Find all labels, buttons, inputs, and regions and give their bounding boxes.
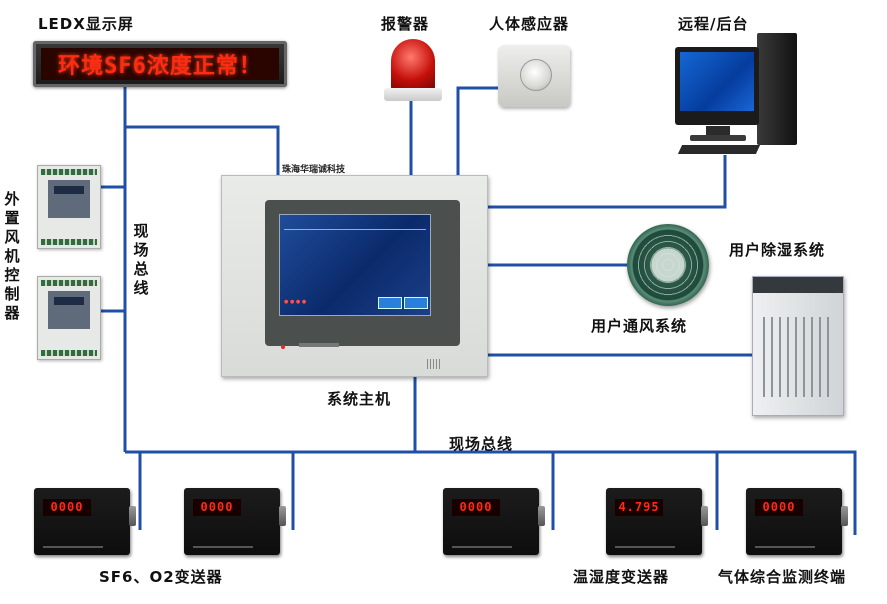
transmitter-readout: 0000 bbox=[755, 499, 803, 516]
host-nameplate bbox=[299, 343, 339, 347]
field-bus-horizontal-label: 现场总线 bbox=[449, 435, 514, 453]
pc-tower-icon bbox=[757, 33, 797, 145]
system-host: 珠海华瑞诚科技 ● ● ● ● bbox=[221, 165, 488, 377]
host-speaker-icon bbox=[427, 359, 441, 369]
transmitter-3: 0000 bbox=[443, 488, 545, 555]
keyboard-icon bbox=[677, 145, 761, 154]
sf6-o2-transmitter-2: 0000 bbox=[184, 488, 286, 555]
wire-horizontal-bus bbox=[125, 450, 857, 535]
transmitter-readout: 0000 bbox=[43, 499, 91, 516]
temp-humidity-transmitter-label: 温湿度变送器 bbox=[573, 568, 670, 586]
sensor-lens bbox=[520, 59, 552, 91]
wire-computer bbox=[486, 155, 727, 209]
led-display-label: LEDX显示屏 bbox=[38, 15, 134, 33]
sf6-o2-transmitter-1: 0000 bbox=[34, 488, 136, 555]
fan-controller-1 bbox=[37, 165, 101, 249]
motion-sensor-icon bbox=[498, 45, 570, 107]
human-sensor-label: 人体感应器 bbox=[489, 15, 570, 33]
field-bus-vertical-label: 现场总线 bbox=[133, 222, 149, 297]
remote-label: 远程/后台 bbox=[678, 15, 749, 33]
fan-icon bbox=[627, 224, 709, 306]
fan-grill bbox=[637, 234, 699, 296]
fan-controller-2 bbox=[37, 276, 101, 360]
temp-humidity-transmitter: 4.795 bbox=[606, 488, 708, 555]
transmitter-readout: 0000 bbox=[452, 499, 500, 516]
monitor-stand bbox=[706, 126, 730, 136]
alarm-beacon-icon bbox=[391, 39, 435, 91]
monitor-foot bbox=[690, 135, 746, 141]
sf6-o2-transmitter-label: SF6、O2变送器 bbox=[99, 568, 223, 586]
gas-monitor-terminal: 0000 bbox=[746, 488, 848, 555]
fan-controller-label: 外置风机控制器 bbox=[4, 190, 20, 322]
dehumidifier-label: 用户除湿系统 bbox=[729, 241, 826, 259]
wire-led-to-host bbox=[125, 125, 280, 175]
host-power-led bbox=[281, 345, 285, 349]
host-brand: 珠海华瑞诚科技 bbox=[282, 165, 346, 175]
host-screen-alarm: ● ● ● ● bbox=[284, 299, 307, 305]
monitor-screen bbox=[680, 52, 754, 111]
ventilation-label: 用户通风系统 bbox=[591, 317, 688, 335]
transmitter-readout: 0000 bbox=[193, 499, 241, 516]
alarm-label: 报警器 bbox=[381, 15, 430, 33]
host-bezel: ● ● ● ● bbox=[265, 200, 460, 346]
dehumidifier-icon bbox=[752, 276, 844, 416]
host-touchscreen: ● ● ● ● bbox=[279, 214, 431, 316]
transmitter-readout: 4.795 bbox=[615, 499, 663, 516]
alarm-beacon-base bbox=[384, 88, 442, 101]
led-display-message: 环境SF6浓度正常！ bbox=[41, 48, 279, 80]
host-label: 系统主机 bbox=[327, 390, 392, 408]
monitor-icon bbox=[675, 47, 759, 125]
wire-sensor bbox=[456, 86, 498, 175]
gas-monitor-terminal-label: 气体综合监测终端 bbox=[718, 568, 847, 586]
led-display: 环境SF6浓度正常！ bbox=[33, 41, 287, 87]
